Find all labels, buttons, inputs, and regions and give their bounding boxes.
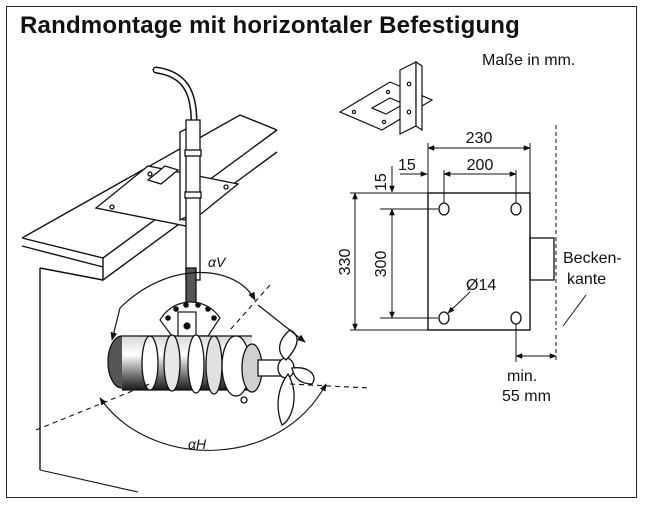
min-distance-label-1: min. bbox=[507, 368, 537, 385]
mounting-bracket-3d bbox=[94, 119, 240, 309]
bracket-thumbnail bbox=[338, 60, 434, 135]
min-distance-label-2: 55 mm bbox=[502, 388, 551, 405]
dim-15-vertical-label: 15 bbox=[373, 173, 390, 191]
dim-230-label: 230 bbox=[466, 130, 493, 147]
units-note: Maße in mm. bbox=[482, 52, 576, 69]
dimension-labels: 230 200 15 15 330 300 Ø14 Becken- kante … bbox=[337, 130, 622, 405]
dim-200-label: 200 bbox=[467, 157, 494, 174]
basin-edge-label-2: kante bbox=[567, 271, 606, 288]
horizontal-angle-construction bbox=[35, 284, 371, 493]
plate-drawing bbox=[427, 125, 587, 362]
dim-330-label: 330 bbox=[337, 249, 354, 276]
basin-edge-label-1: Becken- bbox=[563, 250, 622, 267]
vertical-angle-label: αV bbox=[208, 254, 227, 270]
dimension-lines bbox=[350, 143, 557, 362]
figure-frame bbox=[6, 6, 637, 498]
vertical-angle-arrow bbox=[110, 271, 256, 341]
horizontal-angle-label: αH bbox=[188, 436, 207, 452]
dim-15-horizontal-label: 15 bbox=[398, 157, 416, 174]
page-title: Randmontage mit horizontaler Befestigung bbox=[20, 12, 521, 39]
dim-300-label: 300 bbox=[373, 251, 390, 278]
hole-diameter-label: Ø14 bbox=[466, 277, 496, 294]
mixer-motor bbox=[107, 334, 295, 404]
